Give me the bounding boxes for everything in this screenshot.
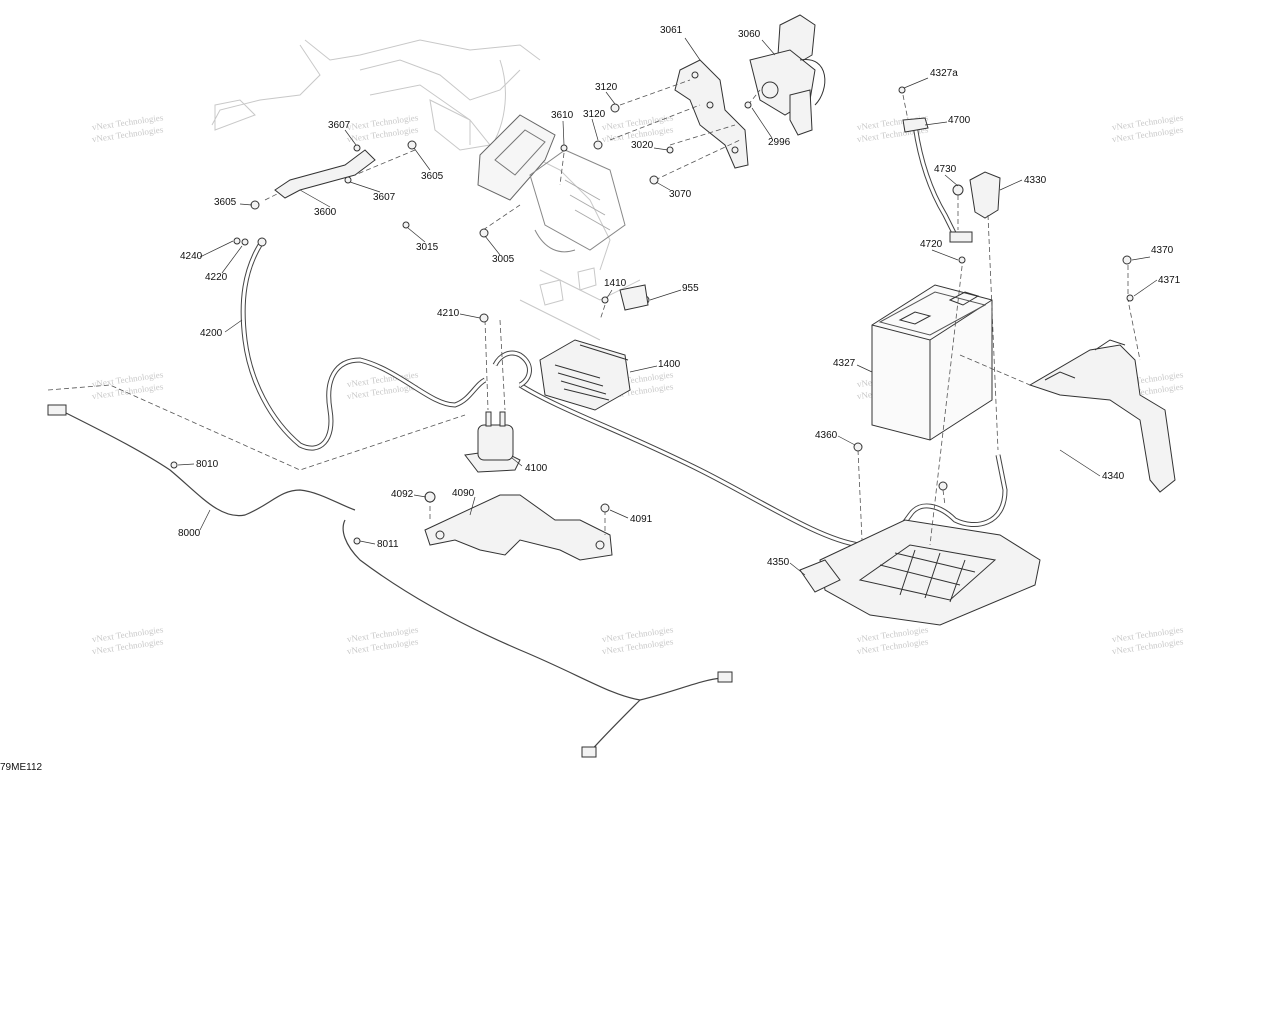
leader-line bbox=[856, 364, 873, 373]
leader-line bbox=[484, 235, 501, 256]
leader-line bbox=[407, 227, 426, 243]
callout: 2996 bbox=[768, 137, 791, 148]
leader-line bbox=[413, 494, 427, 498]
leader-line bbox=[649, 289, 682, 301]
leader-line bbox=[224, 319, 243, 333]
callout: 4327a bbox=[930, 68, 958, 79]
leader-line bbox=[751, 107, 773, 139]
callout: 4220 bbox=[205, 272, 228, 283]
leader-line bbox=[1133, 279, 1158, 297]
callout: 8000 bbox=[178, 528, 201, 539]
callout: 8010 bbox=[196, 459, 219, 470]
callout: 4350 bbox=[767, 557, 790, 568]
leader-line bbox=[837, 435, 856, 446]
callout: 3061 bbox=[660, 25, 683, 36]
leader-line bbox=[684, 37, 701, 61]
leader-line bbox=[761, 39, 776, 56]
leader-line bbox=[789, 562, 806, 576]
leader-line bbox=[629, 365, 658, 373]
callout: 4090 bbox=[452, 488, 475, 499]
solenoid-4100 bbox=[464, 411, 521, 473]
callout: 4330 bbox=[1024, 175, 1047, 186]
leader-line bbox=[944, 174, 959, 187]
cable-4700 bbox=[902, 117, 973, 243]
leader-line bbox=[591, 118, 599, 141]
leader-line bbox=[655, 181, 671, 191]
leader-line bbox=[1131, 256, 1151, 261]
callout: 4700 bbox=[948, 115, 971, 126]
callout: 3607 bbox=[373, 192, 396, 203]
callout: 8011 bbox=[377, 539, 399, 550]
leader-line bbox=[413, 147, 431, 171]
bracket-4340 bbox=[1028, 339, 1176, 493]
callout: 4092 bbox=[391, 489, 414, 500]
battery-tray-4350 bbox=[799, 519, 1041, 626]
callout: 4210 bbox=[437, 308, 460, 319]
leader-line bbox=[1059, 449, 1101, 477]
callout: 3600 bbox=[314, 207, 337, 218]
leader-line bbox=[931, 249, 959, 261]
callout: 3120 bbox=[595, 82, 618, 93]
leader-line bbox=[653, 147, 669, 151]
leader-line bbox=[221, 245, 243, 274]
callout: 4371 bbox=[1158, 275, 1181, 286]
callout: 4370 bbox=[1151, 245, 1174, 256]
leader-line bbox=[359, 540, 376, 545]
callout: 955 bbox=[682, 283, 699, 294]
leader-line bbox=[605, 91, 616, 105]
leader-line bbox=[349, 181, 381, 193]
callout: 4340 bbox=[1102, 471, 1125, 482]
bracket-4090 bbox=[424, 494, 613, 561]
callout: 3607 bbox=[328, 120, 351, 131]
leader-line bbox=[562, 120, 565, 146]
leader-line bbox=[459, 313, 481, 319]
leader-line bbox=[924, 121, 948, 126]
callout: 4200 bbox=[200, 328, 223, 339]
callout-labels: 3061 3060 3120 3120 3610 3020 3070 2996 … bbox=[0, 25, 1181, 773]
leader-lines bbox=[177, 37, 1158, 576]
leader-line bbox=[199, 509, 211, 531]
leader-line bbox=[344, 129, 357, 146]
callout: 3610 bbox=[551, 110, 574, 121]
ground-strap-3600 bbox=[274, 149, 376, 199]
leader-line bbox=[609, 509, 629, 519]
leader-line bbox=[239, 203, 253, 206]
callout: 4720 bbox=[920, 239, 943, 250]
regulator-1400 bbox=[539, 339, 631, 411]
battery-4327 bbox=[871, 284, 993, 441]
callout: 4730 bbox=[934, 164, 957, 175]
bracket-3061 bbox=[674, 59, 749, 169]
callout: 4360 bbox=[815, 430, 838, 441]
callout: 3070 bbox=[669, 189, 692, 200]
callout: 4240 bbox=[180, 251, 203, 262]
callout: 3015 bbox=[416, 242, 439, 253]
callout: 3060 bbox=[738, 29, 761, 40]
actuator-3060 bbox=[749, 14, 826, 136]
leader-line bbox=[606, 289, 613, 299]
callout: 3020 bbox=[631, 140, 654, 151]
callout: 4100 bbox=[525, 463, 548, 474]
callout: 1410 bbox=[604, 278, 627, 289]
cable-4200 bbox=[240, 237, 487, 451]
figure-id: 79ME112 bbox=[0, 762, 43, 773]
callout: 3120 bbox=[583, 109, 606, 120]
ghost-connectors bbox=[539, 267, 649, 311]
callout: 4327 bbox=[833, 358, 856, 369]
leader-line bbox=[999, 179, 1023, 191]
callout: 3605 bbox=[421, 171, 444, 182]
callout: 1400 bbox=[658, 359, 681, 370]
callout: 3005 bbox=[492, 254, 515, 265]
wire-harness-8000 bbox=[47, 404, 733, 758]
leader-line bbox=[299, 189, 331, 208]
leader-line bbox=[177, 463, 195, 466]
leader-line bbox=[511, 457, 523, 467]
callout: 3605 bbox=[214, 197, 237, 208]
callout: 4091 bbox=[630, 514, 653, 525]
leader-line bbox=[469, 496, 476, 516]
leader-line bbox=[199, 240, 234, 258]
terminal-cap-4330 bbox=[969, 171, 1001, 219]
leader-line bbox=[903, 77, 929, 89]
